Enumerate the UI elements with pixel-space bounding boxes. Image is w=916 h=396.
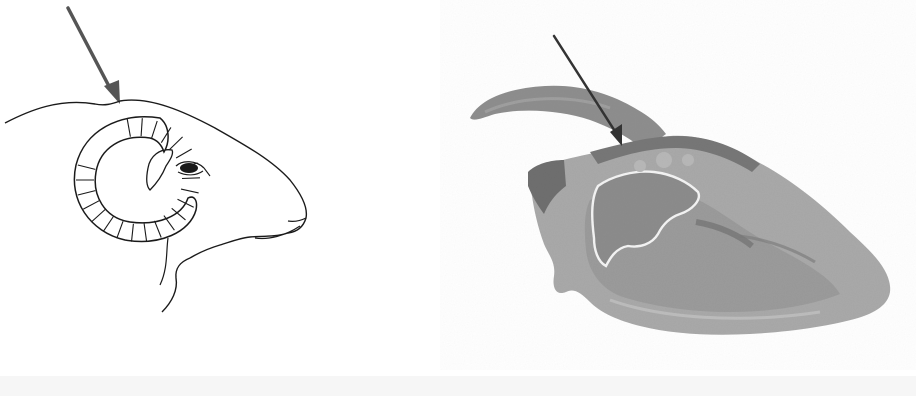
pointer-arrow-left <box>68 8 120 104</box>
neck-outline <box>5 101 120 123</box>
horn-ridge <box>181 189 199 193</box>
head-section-photo <box>440 0 916 370</box>
horn-ridge <box>170 137 183 150</box>
mouth-line <box>288 218 306 221</box>
bottom-margin <box>0 376 916 396</box>
horn-ridge <box>182 178 200 179</box>
horn-ridge <box>176 149 192 158</box>
section-texture <box>440 0 916 370</box>
head-section-panel <box>440 0 916 396</box>
curled-horn <box>74 117 200 242</box>
ram-head-drawing-panel <box>0 0 340 396</box>
throat-outline-back <box>160 238 168 285</box>
ram-head-drawing <box>0 0 340 330</box>
ear <box>147 150 173 190</box>
throat-outline <box>162 258 190 312</box>
